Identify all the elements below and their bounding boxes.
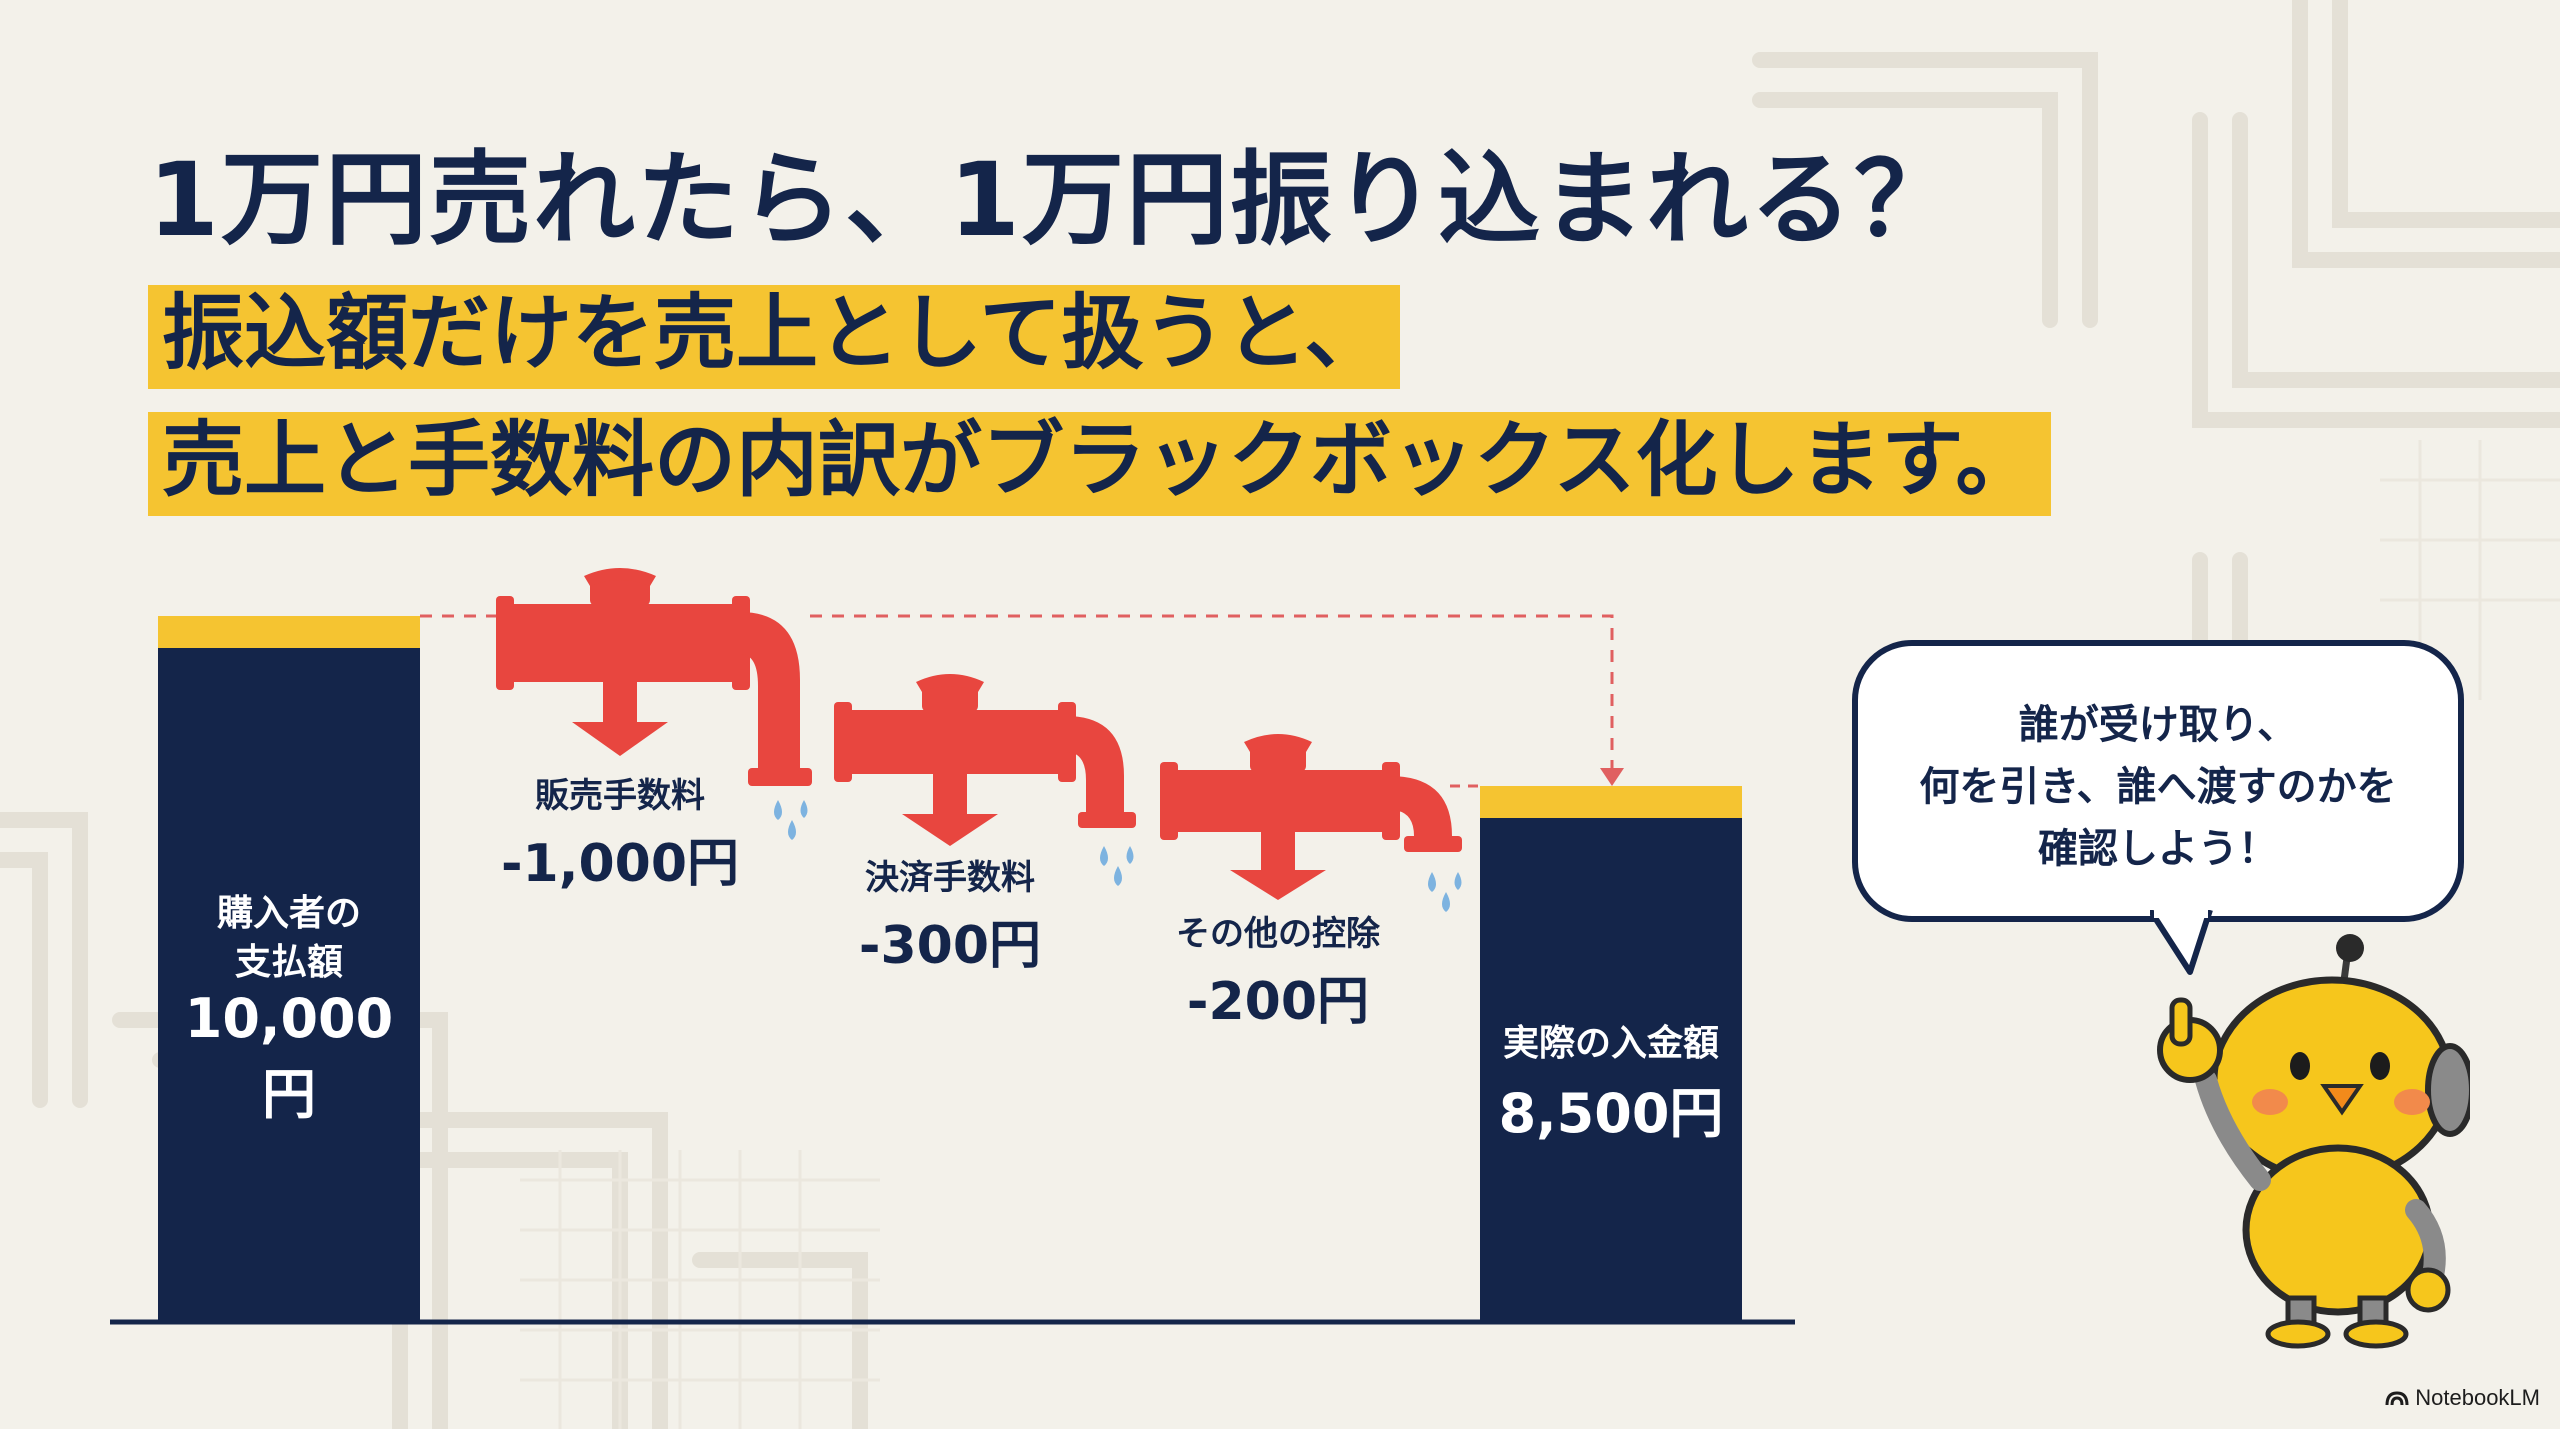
dashed-arrow-head bbox=[1600, 768, 1624, 786]
down-arrow-icon bbox=[1230, 832, 1326, 900]
water-drops-icon bbox=[774, 800, 808, 840]
watermark-text: NotebookLM bbox=[2415, 1385, 2540, 1410]
deposit-amount: 8,500円 bbox=[1498, 1081, 1724, 1145]
highlight-line-2: 売上と手数料の内訳がブラックボックス化します。 bbox=[148, 412, 2052, 516]
payment-bar-text: 購入者の 支払額 10,000円 bbox=[158, 890, 420, 1129]
speech-bubble-tail bbox=[2150, 910, 2213, 975]
deposit-bar-cap bbox=[1480, 786, 1742, 820]
page-title: 1万円売れたら、1万円振り込まれる？ bbox=[148, 141, 1958, 260]
payment-label-line2: 支払額 bbox=[234, 941, 343, 983]
deduction-sales-fee: 販売手数料 -1,000円 bbox=[470, 768, 770, 896]
deduction-label: 販売手数料 bbox=[535, 776, 705, 816]
valve-icon bbox=[916, 674, 984, 712]
deduction-payment-fee: 決済手数料 -300円 bbox=[800, 850, 1100, 978]
pipe-segment-3 bbox=[1160, 762, 1462, 852]
dashed-guide-top bbox=[420, 614, 1614, 778]
deposit-label: 実際の入金額 bbox=[1502, 1023, 1719, 1064]
deposit-bar bbox=[1480, 818, 1742, 1322]
valve-icon bbox=[1244, 734, 1312, 772]
highlight-line-1: 振込額だけを売上として扱うと、 bbox=[148, 285, 1401, 389]
payment-bar-cap bbox=[158, 616, 420, 650]
payment-bar bbox=[158, 648, 420, 1322]
deduction-label: 決済手数料 bbox=[865, 858, 1035, 898]
payment-label-line1: 購入者の bbox=[216, 893, 361, 934]
bubble-line-2: 何を引き、誰へ渡すのかを bbox=[1919, 764, 2397, 810]
water-drops-icon bbox=[1100, 846, 1134, 886]
bubble-line-1: 誰が受け取り、 bbox=[2018, 702, 2298, 748]
robot-chick-mascot-icon bbox=[2157, 934, 2470, 1349]
deposit-bar-text: 実際の入金額 8,500円 bbox=[1480, 1020, 1742, 1148]
water-drops-icon bbox=[1428, 872, 1462, 912]
pipe-segment-1 bbox=[496, 596, 812, 786]
speech-bubble: 誰が受け取り、 何を引き、誰へ渡すのかを 確認しよう！ bbox=[1852, 640, 2464, 922]
valve-icon bbox=[584, 568, 656, 606]
watermark: NotebookLM bbox=[2385, 1385, 2540, 1411]
deduction-amount: -1,000円 bbox=[500, 834, 740, 894]
deduction-label: その他の控除 bbox=[1176, 914, 1380, 954]
pipe-segment-2 bbox=[834, 702, 1136, 828]
down-arrow-icon bbox=[902, 774, 998, 846]
deduction-amount: -200円 bbox=[1186, 972, 1370, 1032]
notebooklm-logo-icon bbox=[2385, 1391, 2409, 1406]
bubble-line-3: 確認しよう！ bbox=[2038, 826, 2278, 872]
payment-amount: 10,000円 bbox=[184, 987, 394, 1127]
deduction-amount: -300円 bbox=[858, 916, 1042, 976]
down-arrow-icon bbox=[572, 682, 668, 756]
deduction-other: その他の控除 -200円 bbox=[1128, 906, 1428, 1034]
